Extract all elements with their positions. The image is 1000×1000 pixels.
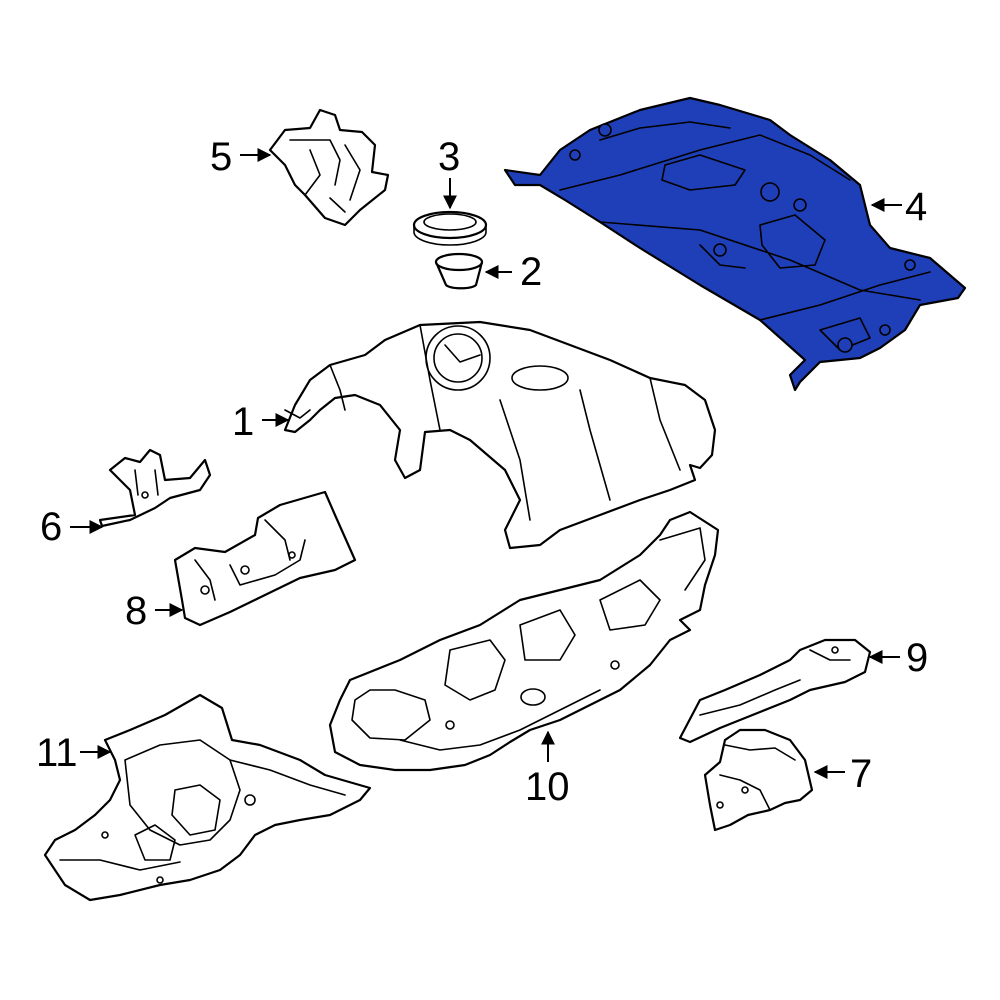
callout-4[interactable]: 4 <box>905 185 927 229</box>
callout-3[interactable]: 3 <box>438 135 460 179</box>
part-8-heat-shield[interactable] <box>173 490 357 627</box>
part-5-bracket[interactable] <box>268 108 390 227</box>
leader-lines <box>70 148 902 779</box>
part-6-bracket[interactable] <box>98 448 212 528</box>
part-2-sleeve[interactable] <box>434 252 484 290</box>
callout-8[interactable]: 8 <box>125 589 147 633</box>
part-1-heat-shield[interactable] <box>283 320 717 550</box>
callout-5[interactable]: 5 <box>210 135 232 179</box>
callout-2[interactable]: 2 <box>520 250 542 294</box>
callout-10[interactable]: 10 <box>525 765 570 809</box>
callout-1[interactable]: 1 <box>232 400 254 444</box>
part-4-heat-shield[interactable] <box>503 96 967 392</box>
callout-6[interactable]: 6 <box>40 505 62 549</box>
callout-7[interactable]: 7 <box>850 752 872 796</box>
callout-labels: 1 2 3 4 5 6 7 8 9 10 11 <box>36 135 928 809</box>
part-10-heat-shield[interactable] <box>328 510 720 772</box>
callout-11[interactable]: 11 <box>36 731 78 775</box>
part-9-heat-shield[interactable] <box>678 638 872 744</box>
callout-9[interactable]: 9 <box>906 636 928 680</box>
part-3-grommet[interactable] <box>412 210 488 246</box>
part-11-heat-shield[interactable] <box>43 693 372 902</box>
part-7-heat-shield[interactable] <box>703 728 814 832</box>
